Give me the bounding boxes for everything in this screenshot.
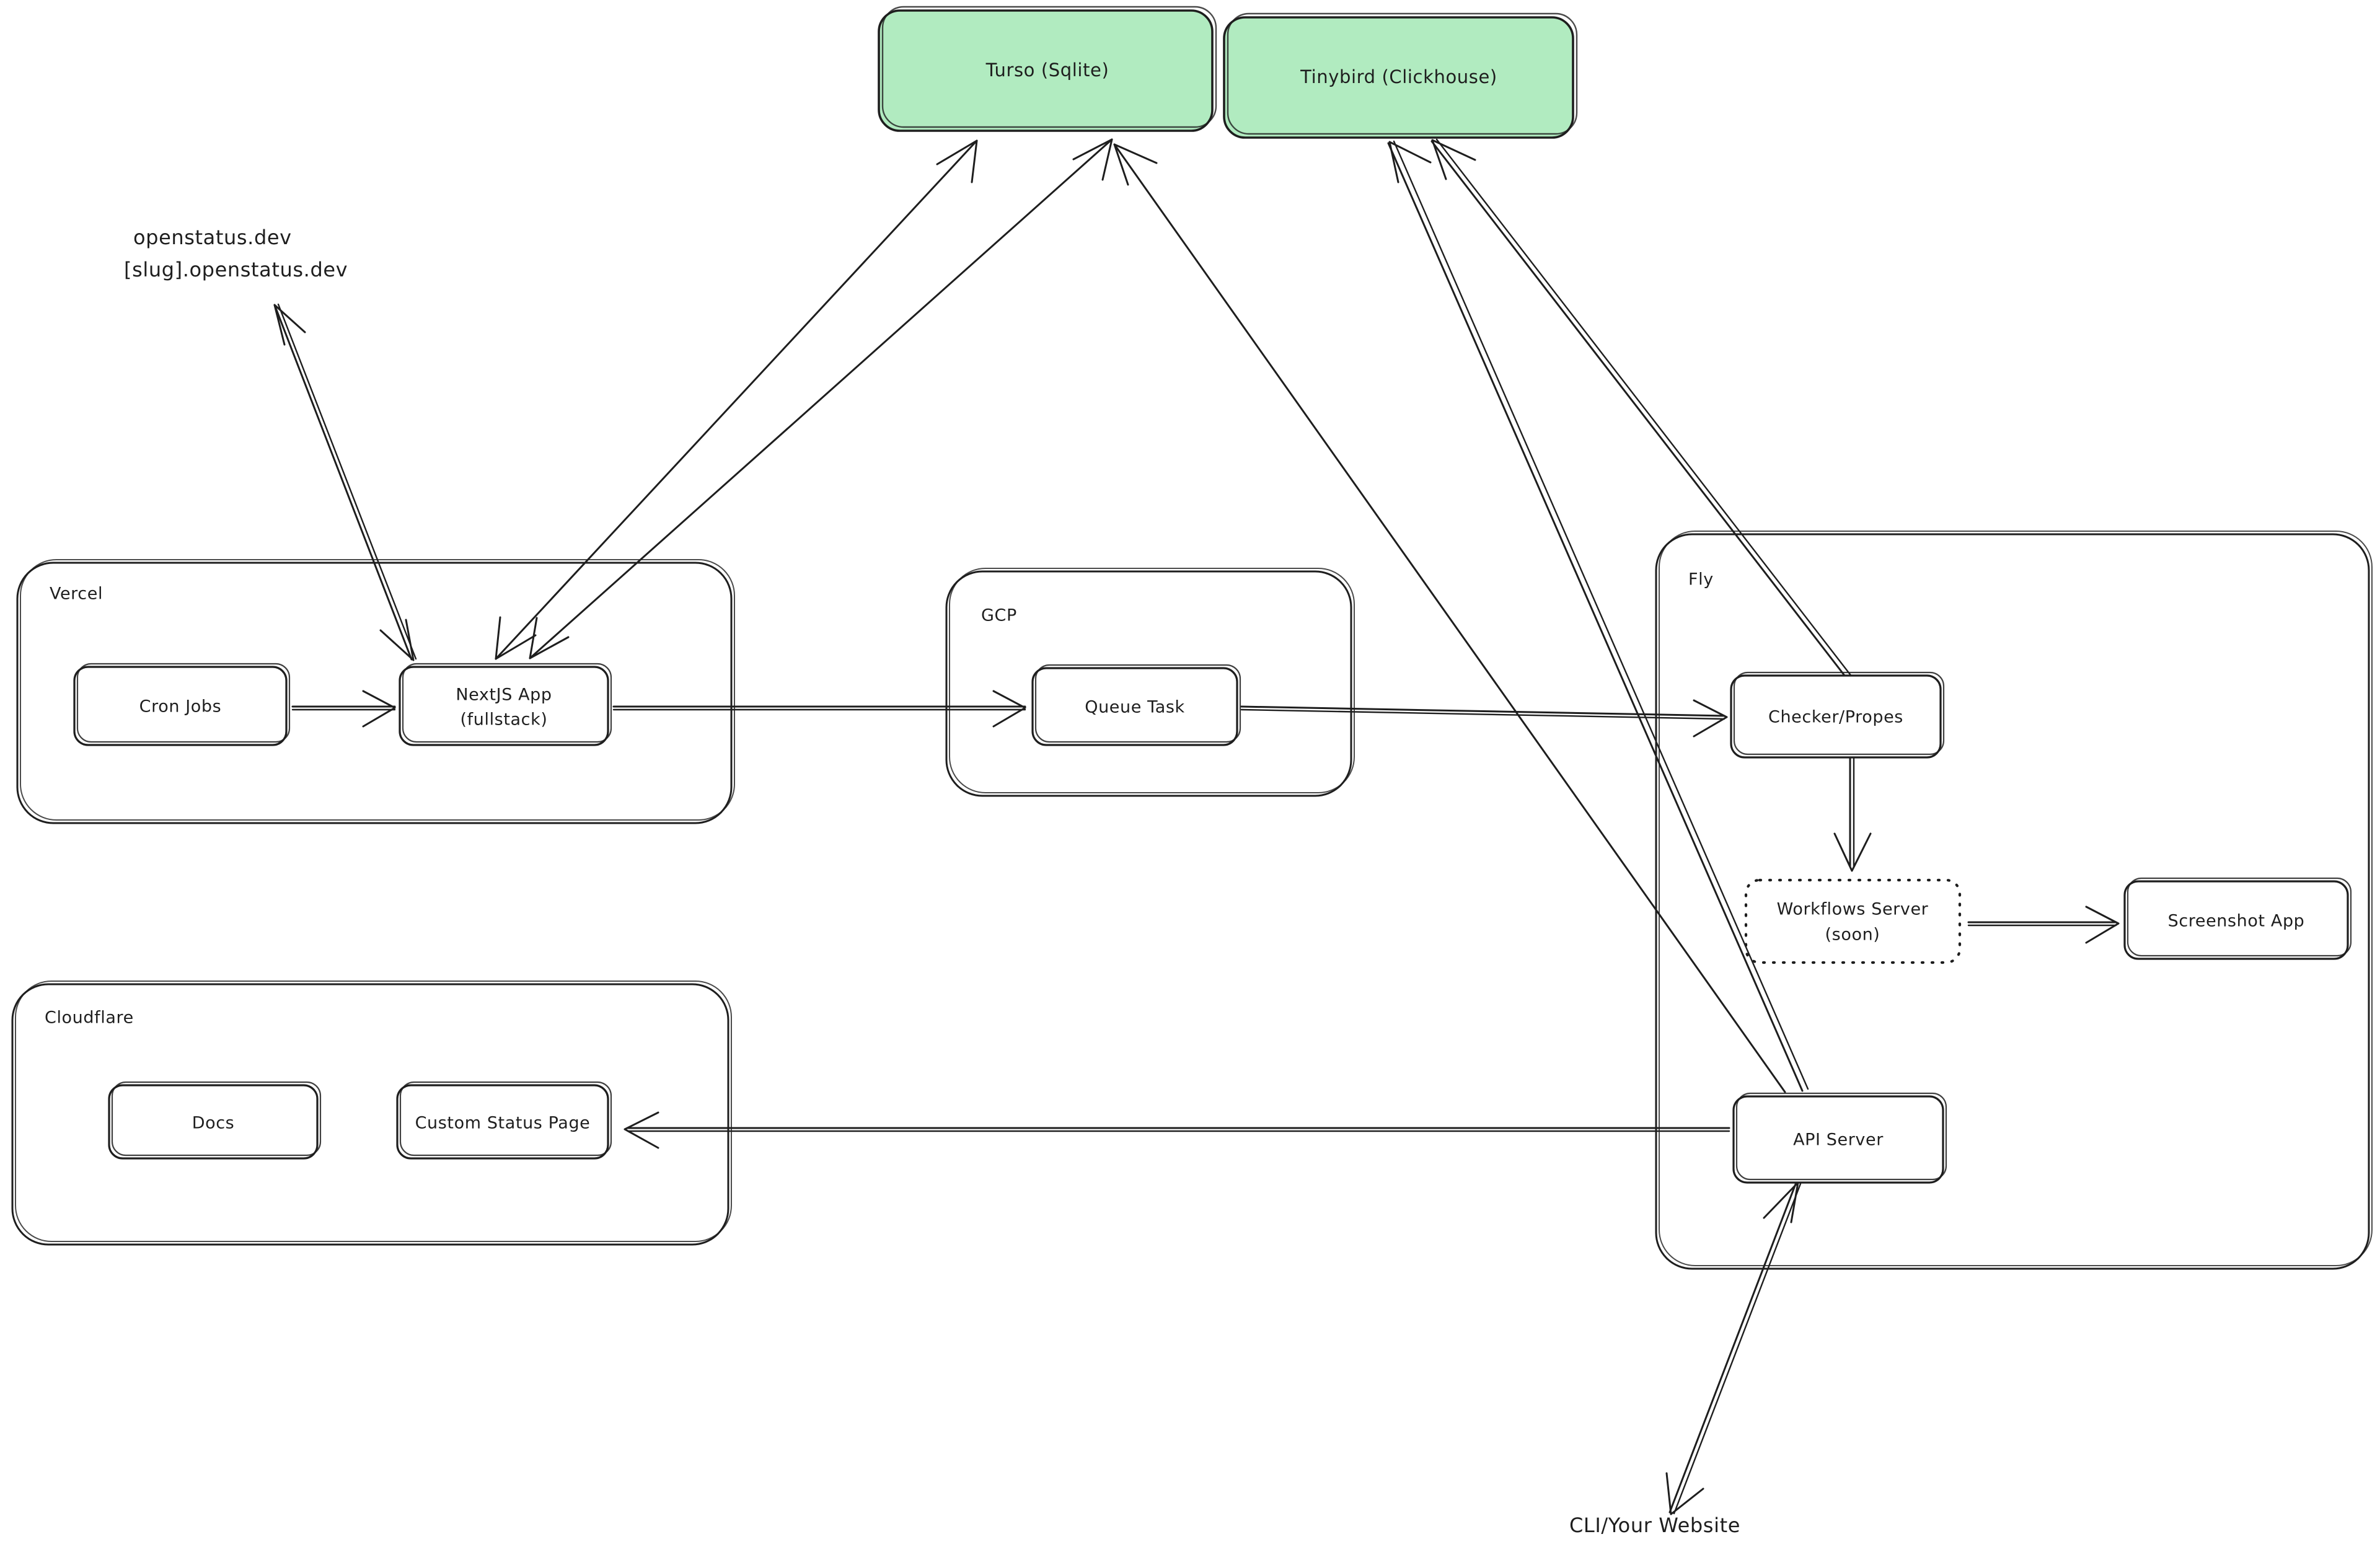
- node-screenshot-app[interactable]: Screenshot App: [2123, 877, 2352, 960]
- label-openstatus-dev: openstatus.dev: [133, 226, 292, 249]
- edge-workflows-screenshot: [1967, 906, 2120, 944]
- node-custom-status-page[interactable]: Custom Status Page: [396, 1081, 612, 1160]
- edge-api-tinybird: [1387, 140, 1809, 1092]
- node-workflows-server-label: Workflows Server: [1777, 900, 1929, 919]
- node-api-server-label: API Server: [1793, 1130, 1884, 1150]
- node-docs-label: Docs: [192, 1114, 235, 1133]
- node-queue-task-label: Queue Task: [1085, 698, 1185, 717]
- node-checker-probes[interactable]: Checker/Propes: [1730, 671, 1945, 759]
- group-fly-label: Fly: [1688, 570, 1714, 589]
- edge-nextjs-turso: [495, 139, 978, 660]
- group-cloudflare-label: Cloudflare: [45, 1008, 134, 1028]
- group-gcp: GCP Queue Task: [945, 568, 1355, 797]
- node-queue-task[interactable]: Queue Task: [1031, 664, 1241, 746]
- edge-checker-workflows: [1833, 756, 1872, 872]
- node-workflows-server-sublabel: (soon): [1825, 925, 1880, 945]
- group-fly: Fly Checker/Propes Workflows Server (soo…: [1655, 531, 2373, 1270]
- node-workflows-server[interactable]: Workflows Server (soon): [1744, 878, 1962, 964]
- edge-api-status-page: [624, 1111, 1730, 1149]
- datastore-tinybird-label: Tinybird (Clickhouse): [1300, 66, 1497, 87]
- label-slug-openstatus-dev: [slug].openstatus.dev: [124, 258, 348, 281]
- group-cloudflare: Cloudflare Docs Custom Status Page: [11, 981, 732, 1246]
- node-custom-status-page-label: Custom Status Page: [415, 1114, 591, 1133]
- label-domains: openstatus.dev [slug].openstatus.dev: [124, 226, 348, 281]
- datastore-tinybird[interactable]: Tinybird (Clickhouse): [1223, 12, 1578, 139]
- node-cron-jobs-label: Cron Jobs: [139, 697, 222, 716]
- edge-queue-checker: [1240, 699, 1728, 738]
- group-vercel: Vercel Cron Jobs NextJS App (fullstack): [16, 559, 735, 824]
- label-cli-your-website: CLI/Your Website: [1569, 1514, 1740, 1537]
- edge-cron-nextjs: [291, 690, 396, 728]
- node-nextjs-app-label: NextJS App: [456, 685, 552, 705]
- edge-nextjs-queue: [612, 690, 1026, 728]
- node-nextjs-app-sublabel: (fullstack): [461, 710, 548, 729]
- node-checker-probes-label: Checker/Propes: [1768, 708, 1903, 727]
- node-cron-jobs[interactable]: Cron Jobs: [73, 663, 291, 746]
- datastore-turso[interactable]: Turso (Sqlite): [878, 6, 1217, 132]
- node-docs[interactable]: Docs: [108, 1081, 322, 1160]
- edge-nextjs-tinybird: [529, 138, 1113, 659]
- edge-domain-nextjs: [273, 303, 417, 661]
- edge-cli-api: [1665, 1181, 1802, 1515]
- node-screenshot-app-label: Screenshot App: [2168, 912, 2305, 931]
- datastore-turso-label: Turso (Sqlite): [985, 60, 1109, 81]
- node-nextjs-app[interactable]: NextJS App (fullstack): [399, 663, 612, 746]
- edge-api-turso: [1113, 143, 1786, 1093]
- edge-checker-tinybird: [1430, 138, 1853, 680]
- edge-layer: [273, 138, 2120, 1515]
- group-vercel-label: Vercel: [50, 584, 103, 604]
- node-api-server[interactable]: API Server: [1732, 1092, 1947, 1184]
- group-gcp-label: GCP: [981, 606, 1017, 625]
